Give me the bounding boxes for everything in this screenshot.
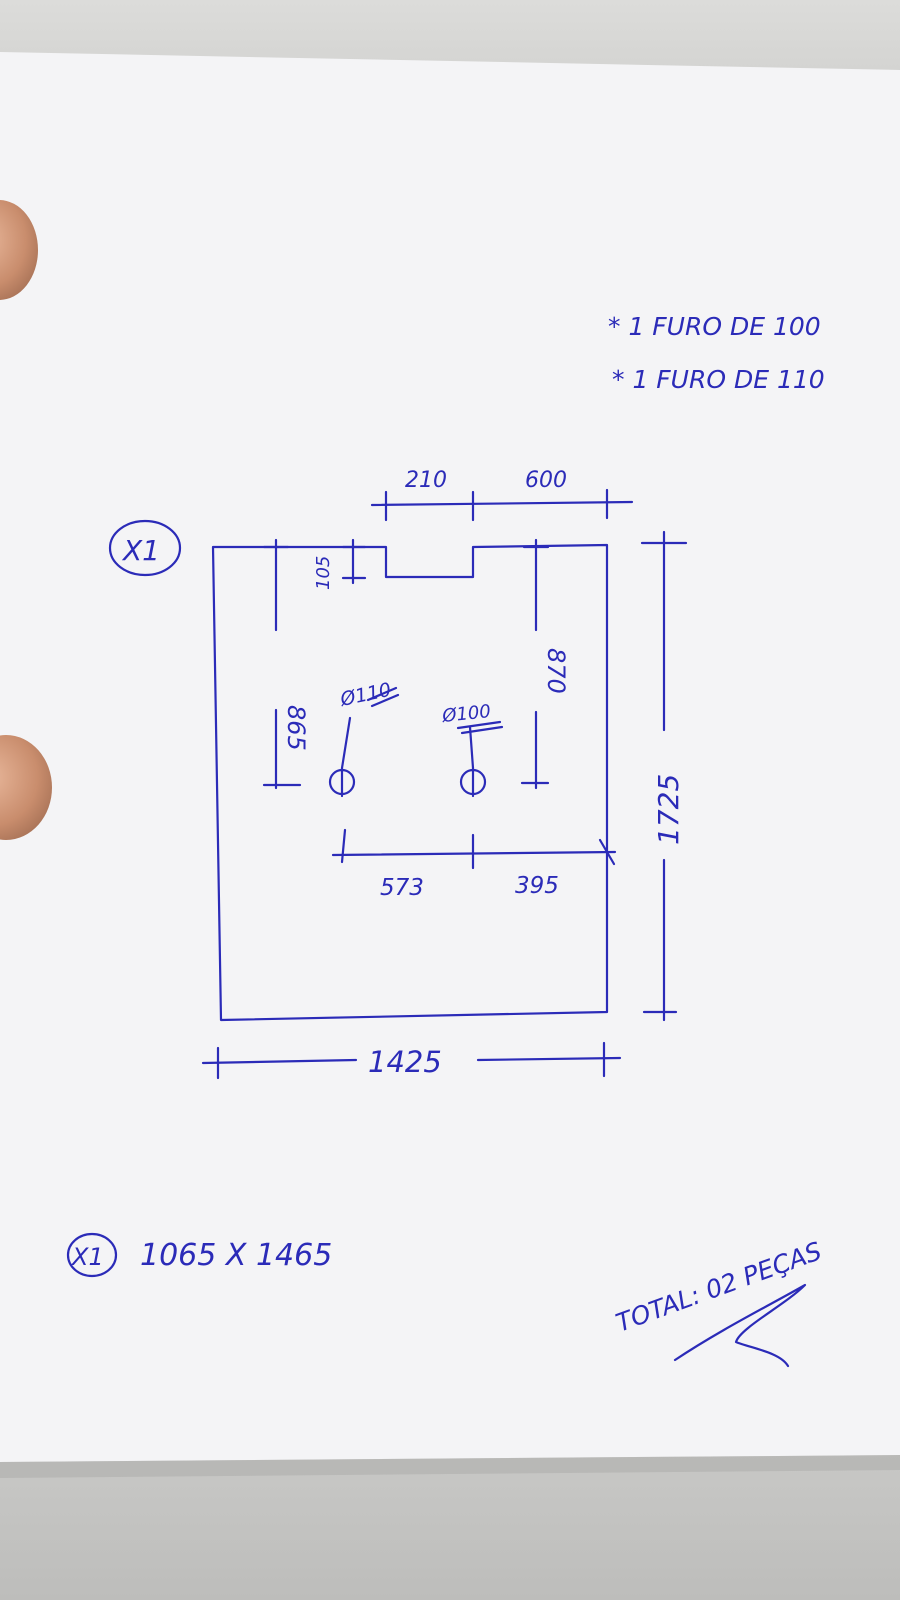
hole-left-leader (340, 716, 352, 770)
dim-line-1425-right (476, 1056, 622, 1062)
summary-quantity: X1 (70, 1243, 104, 1271)
quantity-mark: X1 (121, 534, 160, 567)
signature (673, 1283, 807, 1368)
dim-1725: 1725 (652, 774, 685, 845)
dim-line-1425-left (201, 1058, 358, 1065)
hole-left-underline-1 (366, 686, 398, 702)
note-line-2: * 1 FURO DE 110 (612, 365, 825, 394)
piece-outline (211, 543, 609, 1022)
hole-right-diameter: Ø100 (440, 701, 491, 727)
quantity-circle (108, 519, 182, 577)
paper-shape (0, 52, 900, 1462)
note-line-1: * 1 FURO DE 100 (608, 312, 821, 341)
dim-tick-573-a (340, 828, 347, 864)
paper-shadow (0, 1455, 900, 1478)
dim-line-top (370, 500, 634, 507)
dim-1425: 1425 (368, 1045, 442, 1079)
hole-left-diameter: Ø110 (337, 679, 393, 711)
summary-size: 1065 X 1465 (140, 1238, 332, 1273)
hole-left-underline-2 (370, 693, 400, 708)
dim-600: 600 (525, 468, 567, 493)
hole-right-underline-1 (456, 720, 502, 730)
dim-573: 573 (380, 875, 424, 901)
dim-870: 870 (542, 648, 570, 694)
dim-865: 865 (282, 705, 310, 751)
dim-tick-395-c (598, 838, 616, 866)
dim-210: 210 (405, 468, 447, 493)
dim-105: 105 (313, 556, 334, 590)
dim-395: 395 (515, 873, 559, 899)
hole-right-leader (468, 725, 475, 770)
hole-right-underline-2 (460, 725, 504, 735)
total-pieces: TOTAL: 02 PEÇAS (612, 1236, 825, 1337)
summary-quantity-circle (66, 1232, 118, 1278)
